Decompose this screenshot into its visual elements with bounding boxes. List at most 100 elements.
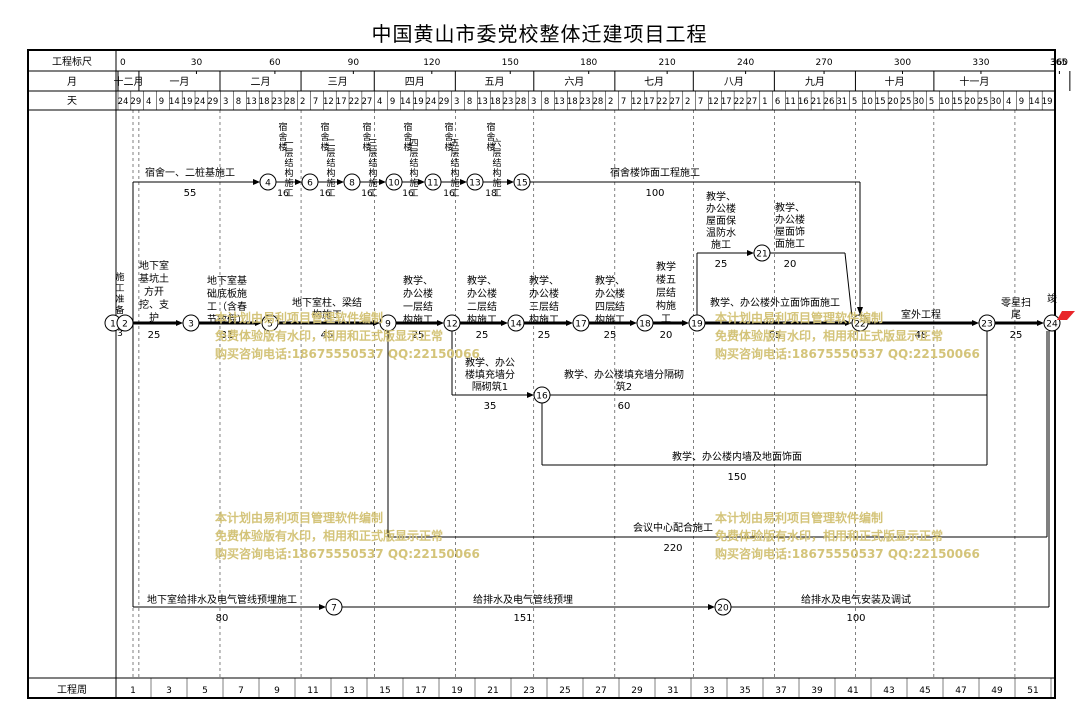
network-node bbox=[533, 386, 551, 404]
activity-label: 办公楼 bbox=[467, 287, 497, 300]
activity-label: 节放假） bbox=[207, 313, 247, 326]
day-tick: 3 bbox=[223, 97, 228, 107]
activity-label: 一 bbox=[284, 139, 293, 149]
month-label: 五月 bbox=[485, 76, 505, 88]
watermark-line1: 本计划由易利项目管理软件编制 bbox=[715, 310, 883, 325]
arrow-head bbox=[972, 320, 979, 326]
watermark-line2: 免费体验版有水印，相用和正式版显示正常 bbox=[715, 528, 943, 543]
network-node bbox=[978, 314, 996, 332]
day-tick: 25 bbox=[978, 97, 989, 107]
activity-duration: 25 bbox=[148, 330, 161, 341]
week-label: 27 bbox=[595, 686, 606, 696]
scale-tick: 30 bbox=[191, 58, 203, 68]
activity-label: 楼 bbox=[320, 141, 329, 153]
day-tick: 29 bbox=[130, 97, 141, 107]
day-tick: 18 bbox=[567, 97, 578, 107]
activity-label: 施 bbox=[450, 177, 459, 189]
arrow-head bbox=[319, 604, 326, 610]
activity-label: 备 bbox=[115, 304, 124, 316]
activity-duration: 65 bbox=[769, 330, 782, 341]
activity-label: 施 bbox=[326, 177, 335, 189]
network-node bbox=[261, 314, 279, 332]
scale-tick: 90 bbox=[348, 58, 360, 68]
month-label: 一月 bbox=[169, 76, 189, 88]
activity-label: 结 bbox=[368, 157, 377, 169]
day-tick: 26 bbox=[824, 97, 835, 107]
node-number: 9 bbox=[385, 320, 391, 330]
week-label: 37 bbox=[775, 686, 786, 696]
watermark-line2: 免费体验版有水印，相用和正式版显示正常 bbox=[715, 328, 943, 343]
node-number: 13 bbox=[469, 179, 480, 189]
day-tick: 29 bbox=[438, 97, 449, 107]
week-label: 43 bbox=[883, 686, 894, 696]
activity-label: 结 bbox=[492, 157, 501, 169]
activity-label: 楼五 bbox=[656, 273, 676, 286]
node-number: 18 bbox=[639, 320, 651, 330]
scale-tick: 210 bbox=[659, 58, 676, 68]
arrow-head bbox=[501, 320, 508, 326]
node-number: 19 bbox=[691, 320, 703, 330]
node-number: 17 bbox=[575, 320, 586, 330]
activity-label: 教学、 bbox=[775, 201, 805, 214]
activity-label: 隔砌筑1 bbox=[472, 380, 508, 393]
activity-duration: 20 bbox=[660, 330, 673, 341]
day-tick: 19 bbox=[413, 97, 424, 107]
activity-label: 竣 bbox=[1047, 292, 1057, 305]
activity-label: 地下室 bbox=[139, 259, 169, 272]
arrow-head bbox=[682, 320, 689, 326]
day-tick: 19 bbox=[182, 97, 193, 107]
day-tick: 7 bbox=[698, 97, 703, 107]
day-tick: 23 bbox=[503, 97, 514, 107]
activity-duration: 151 bbox=[513, 613, 532, 624]
activity-duration: 60 bbox=[618, 401, 631, 412]
day-tick: 23 bbox=[580, 97, 591, 107]
network-node bbox=[379, 314, 397, 332]
activity-duration: 25 bbox=[538, 330, 551, 341]
activity-label: 办公楼 bbox=[529, 287, 559, 300]
activity-label: 楼 bbox=[403, 141, 412, 153]
day-tick: 9 bbox=[1019, 97, 1024, 107]
activity-label: 教学、 bbox=[467, 274, 497, 287]
node-number: 10 bbox=[388, 179, 400, 189]
activity-label: 构施 bbox=[656, 299, 676, 312]
network-node bbox=[1043, 314, 1061, 332]
activity-label: 舍 bbox=[362, 131, 371, 143]
network-node bbox=[572, 314, 590, 332]
day-tick: 9 bbox=[390, 97, 395, 107]
day-tick: 2 bbox=[685, 97, 690, 107]
activity-label: 教学、办公楼外立面饰面施工 bbox=[710, 296, 840, 309]
week-label: 1 bbox=[130, 686, 136, 696]
activity-label: 工 bbox=[492, 189, 501, 199]
activity-duration: 25 bbox=[412, 330, 425, 341]
month-label: 十二月 bbox=[113, 75, 143, 88]
node-number: 6 bbox=[307, 179, 313, 189]
week-label: 49 bbox=[991, 686, 1003, 696]
activity-label: 三 bbox=[368, 139, 377, 149]
day-tick: 29 bbox=[207, 97, 218, 107]
scale-tick: 365 bbox=[1050, 58, 1067, 68]
activity-duration: 16 bbox=[277, 189, 289, 199]
node-number: 3 bbox=[188, 320, 194, 330]
node-number: 24 bbox=[1046, 320, 1058, 330]
scale-tick: 120 bbox=[423, 58, 440, 68]
activity-label: 二层结 bbox=[467, 300, 497, 313]
month-row-label: 月 bbox=[67, 76, 77, 88]
day-tick: 30 bbox=[990, 97, 1001, 107]
week-label: 35 bbox=[739, 686, 750, 696]
activity-label: 宿 bbox=[403, 121, 412, 133]
activity-label: 结 bbox=[284, 157, 293, 169]
scale-row-label: 工程标尺 bbox=[52, 56, 92, 68]
activity-label: 楼 bbox=[278, 141, 287, 153]
day-tick: 8 bbox=[236, 97, 241, 107]
activity-label: 给排水及电气安装及调试 bbox=[801, 593, 911, 606]
activity-label: 教学 bbox=[656, 260, 676, 273]
activity-label: 施 bbox=[284, 177, 293, 189]
watermark-line3: 购买咨询电话:18675550537 QQ:22150066 bbox=[215, 546, 480, 561]
activity-label: 一层结 bbox=[403, 300, 433, 313]
week-label: 51 bbox=[1027, 686, 1038, 696]
end-flag-icon bbox=[1057, 311, 1075, 320]
activity-label: 构 bbox=[326, 167, 335, 179]
month-label: 十一月 bbox=[959, 75, 989, 88]
month-label: 六月 bbox=[564, 76, 584, 88]
day-tick: 23 bbox=[272, 97, 283, 107]
